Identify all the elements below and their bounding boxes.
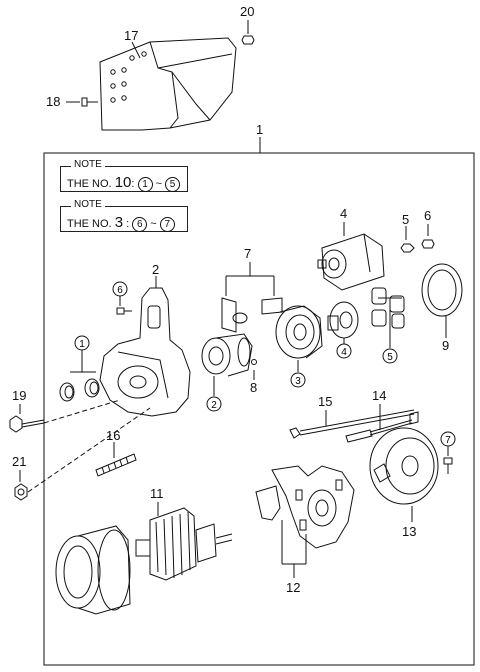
callout-18: 18 xyxy=(46,94,60,109)
note-box-1: NOTE THE NO. 10: 1 ~ 5 xyxy=(60,159,188,192)
leader-17 xyxy=(131,41,141,59)
circled-3: 3 xyxy=(295,376,301,387)
callout-21: 21 xyxy=(12,454,26,469)
note-text: THE NO. 3 : 6 ~ 7 xyxy=(67,214,175,232)
yoke xyxy=(55,525,131,615)
bolt-19 xyxy=(9,415,45,433)
washer-1a xyxy=(59,382,75,402)
note-title: NOTE xyxy=(71,159,105,170)
circled-7: 7 xyxy=(445,435,451,446)
circled-6: 6 xyxy=(117,285,123,296)
washer-1b xyxy=(84,378,100,398)
rear-cover xyxy=(369,427,439,505)
callout-8: 8 xyxy=(250,380,257,395)
callout-11: 11 xyxy=(150,486,164,501)
shift-lever xyxy=(221,297,283,333)
circled-4: 4 xyxy=(341,347,347,358)
pin-8 xyxy=(251,359,257,365)
nut-6 xyxy=(421,239,435,249)
callout-20: 20 xyxy=(240,4,254,19)
callout-12: 12 xyxy=(286,580,300,595)
callout-1-main: 1 xyxy=(256,122,263,137)
circled-5: 5 xyxy=(387,352,393,363)
planet-gears xyxy=(371,287,405,329)
note-text: THE NO. 10: 1 ~ 5 xyxy=(67,174,181,192)
screw-18 xyxy=(81,97,98,107)
callout-15: 15 xyxy=(318,394,332,409)
internal-gear xyxy=(275,305,323,359)
callout-7: 7 xyxy=(244,246,251,261)
nut-5 xyxy=(400,243,415,253)
bolt-6-left xyxy=(116,307,132,315)
callout-2: 2 xyxy=(152,262,159,277)
callout-6: 6 xyxy=(424,208,431,223)
circled-2: 2 xyxy=(211,400,217,411)
through-bolt-15 xyxy=(289,409,415,439)
stud-bolt-16 xyxy=(95,453,137,477)
callout-17: 17 xyxy=(124,28,138,43)
nut-21 xyxy=(14,483,28,501)
note-box-2: NOTE THE NO. 3 : 6 ~ 7 xyxy=(60,199,188,232)
assembly-frame xyxy=(43,152,475,666)
armature xyxy=(135,507,233,581)
circled-1: 1 xyxy=(79,339,85,350)
note-title: NOTE xyxy=(71,199,105,210)
brush-holder xyxy=(255,465,355,549)
nut-20 xyxy=(241,35,255,45)
through-bolt-14 xyxy=(345,411,419,443)
bracket-cover xyxy=(99,37,237,131)
callout-4: 4 xyxy=(340,206,347,221)
callout-14: 14 xyxy=(372,388,386,403)
callout-19: 19 xyxy=(12,388,26,403)
retainer-ring-9 xyxy=(421,263,463,317)
shaft-plate xyxy=(327,301,359,339)
callout-16: 16 xyxy=(106,428,120,443)
solenoid-switch xyxy=(317,233,385,291)
callout-13: 13 xyxy=(402,524,416,539)
drive-pinion xyxy=(201,333,253,377)
screw-7 xyxy=(443,457,453,474)
front-housing xyxy=(99,287,191,417)
callout-5: 5 xyxy=(402,212,409,227)
callout-9: 9 xyxy=(442,338,449,353)
